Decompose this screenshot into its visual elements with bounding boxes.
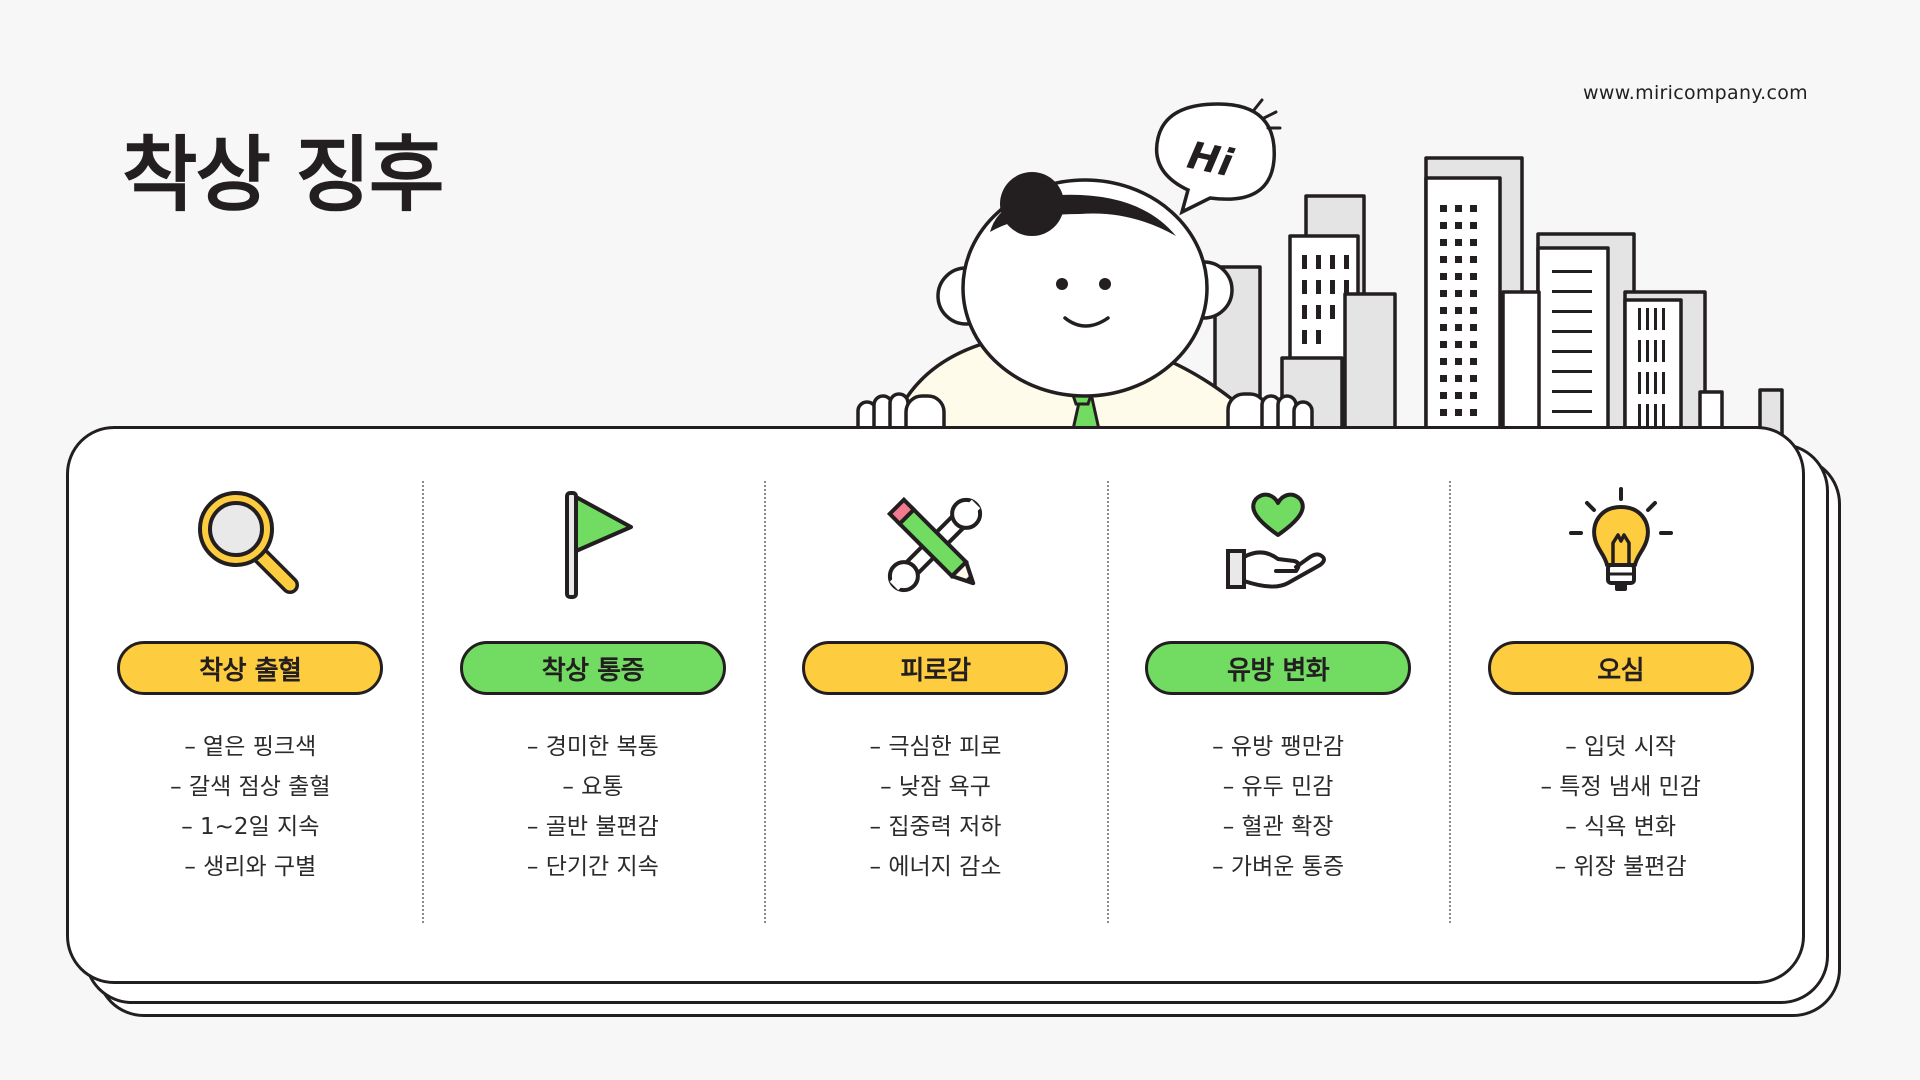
list-item: 요통 [527,767,659,807]
list-item: 특정 냄새 민감 [1540,767,1701,807]
symptom-column-fatigue: 피로감 극심한 피로 낮잠 욕구 집중력 저하 에너지 감소 [764,481,1107,981]
speech-bubble-text: Hi [1184,133,1238,186]
symptoms-card: 착상 출혈 옅은 핑크색 갈색 점상 출혈 1~2일 지속 생리와 구별 착상 … [66,426,1805,984]
symptom-list-fatigue: 극심한 피로 낮잠 욕구 집중력 저하 에너지 감소 [870,727,1002,887]
website-url: www.miricompany.com [1583,82,1808,104]
list-item: 입덧 시작 [1540,727,1700,767]
list-item: 위장 불편감 [1540,847,1700,887]
magnifier-icon [198,491,300,594]
list-item: 옅은 핑크색 [170,727,330,767]
list-item: 생리와 구별 [170,847,330,887]
page-title: 착상 징후 [122,128,444,223]
list-item: 혈관 확장 [1212,807,1344,847]
symptom-title-bleeding: 착상 출혈 [117,641,384,695]
symptom-title-pain: 착상 통증 [459,641,726,695]
pencil-wrench-icon [887,496,983,593]
list-item: 낮잠 욕구 [870,767,1002,807]
list-item: 극심한 피로 [870,727,1001,767]
symptom-list-breast: 유방 팽만감 유두 민감 혈관 확장 가벼운 통증 [1212,727,1344,887]
symptom-column-nausea: 오심 입덧 시작 특정 냄새 민감 식욕 변화 위장 불편감 [1449,481,1792,981]
flag-icon [564,491,633,599]
symptom-title-nausea: 오심 [1487,641,1754,695]
symptom-list-pain: 경미한 복통 요통 골반 불편감 단기간 지속 [527,727,659,887]
heart-hand-icon [1226,492,1327,589]
list-item: 1~2일 지속 [170,807,330,847]
list-item: 식욕 변화 [1540,807,1700,847]
list-item: 집중력 저하 [870,807,1001,847]
list-item: 유두 민감 [1212,767,1344,807]
list-item: 에너지 감소 [870,847,1001,887]
symptom-column-bleeding: 착상 출혈 옅은 핑크색 갈색 점상 출혈 1~2일 지속 생리와 구별 [79,485,422,981]
symptom-column-breast: 유방 변화 유방 팽만감 유두 민감 혈관 확장 가벼운 통증 [1106,481,1450,981]
list-item: 갈색 점상 출혈 [170,767,331,807]
list-item: 가벼운 통증 [1212,847,1344,887]
symptom-list-bleeding: 옅은 핑크색 갈색 점상 출혈 1~2일 지속 생리와 구별 [170,727,331,887]
symptom-list-nausea: 입덧 시작 특정 냄새 민감 식욕 변화 위장 불편감 [1540,727,1701,887]
list-item: 골반 불편감 [527,807,659,847]
list-item: 경미한 복통 [527,727,659,767]
symptom-title-fatigue: 피로감 [802,641,1069,695]
lightbulb-icon [1568,487,1673,591]
symptom-title-breast: 유방 변화 [1145,641,1412,695]
list-item: 유방 팽만감 [1212,727,1344,767]
list-item: 단기간 지속 [527,847,659,887]
symptom-column-pain: 착상 통증 경미한 복통 요통 골반 불편감 단기간 지속 [421,481,765,981]
